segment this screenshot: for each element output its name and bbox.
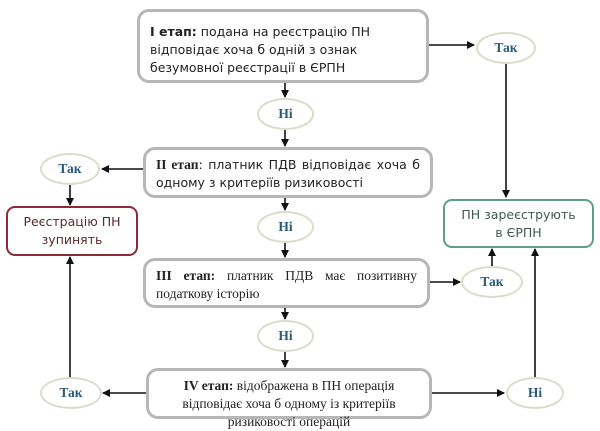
stage-3-text: платник ПДВ має позитивну податкову істо… [156, 268, 417, 301]
no-oval-stage1: Ні [257, 98, 314, 130]
no-oval-stage4: Ні [506, 377, 564, 409]
yes-oval-stage1: Так [476, 32, 536, 64]
stage-4-text: відображена в ПН операція відповідає хоч… [182, 378, 396, 429]
outcome-stop-box: Реєстрацію ПН зупинять [6, 206, 138, 256]
stage-4-box: IV етап: відображена в ПН операція відпо… [146, 368, 432, 429]
outcome-register-box: ПН зареєструють в ЄРПН [443, 199, 594, 248]
outcome-register-text: ПН зареєструють в ЄРПН [461, 206, 576, 240]
no-oval-stage3: Ні [257, 320, 314, 352]
stage-2-label: ІІ етап [156, 157, 199, 172]
yes-oval-stage2: Так [40, 153, 100, 185]
stage-4-label: IV етап: [183, 378, 234, 393]
stage-2-box: ІІ етап: платник ПДВ відповідає хоча б о… [143, 147, 433, 198]
stage-1-text: подана на реєстрацію ПН відповідає хоча … [150, 24, 371, 75]
outcome-stop-text: Реєстрацію ПН зупинять [23, 214, 121, 247]
yes-oval-stage3: Так [461, 266, 523, 298]
yes-oval-stage4: Так [40, 377, 102, 409]
stage-2-text: : платник ПДВ відповідає хоча б одному з… [156, 157, 420, 190]
stage-1-box: I етап: подана на реєстрацію ПН відповід… [137, 9, 429, 83]
stage-1-label: I етап: [150, 24, 197, 39]
no-oval-stage2: Ні [257, 211, 314, 243]
stage-3-label: ІІІ етап: [156, 268, 216, 283]
stage-3-box: ІІІ етап: платник ПДВ має позитивну пода… [143, 258, 430, 308]
